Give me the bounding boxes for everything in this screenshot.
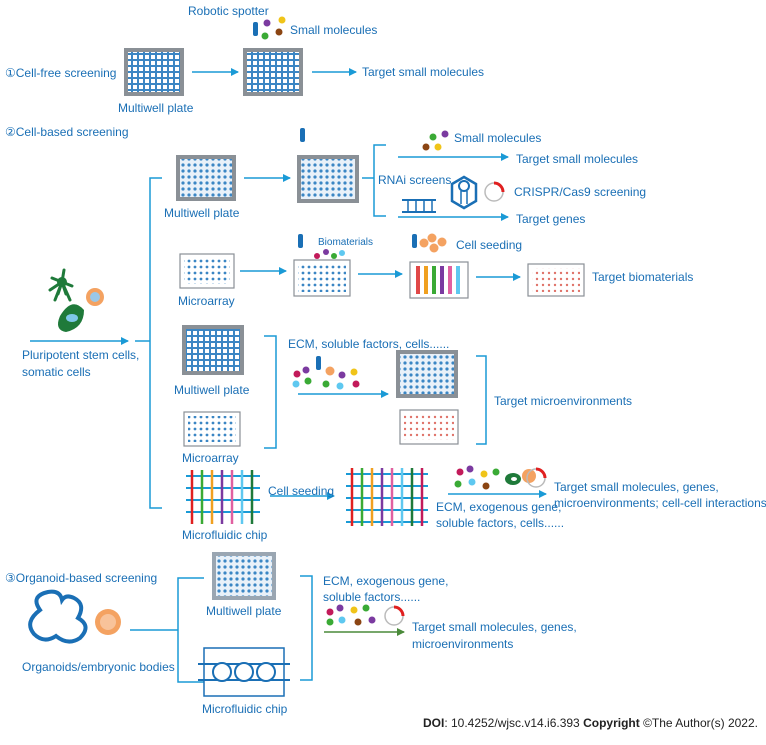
microarray-5 (183, 411, 241, 447)
plate-organoid (212, 552, 276, 600)
small-molecules-label: Small molecules (290, 23, 378, 37)
copyright-label: Copyright (583, 716, 640, 730)
biomaterials-label: Biomaterials (318, 237, 374, 248)
plate-cellfree-1 (124, 48, 184, 96)
ecm-exogenous-label-4: soluble factors...... (323, 590, 421, 604)
cell-free-heading: ①Cell-free screening (5, 66, 117, 80)
microfluidic-chip-1 (182, 468, 264, 526)
target-small-molecules-label: Target small molecules (362, 65, 485, 79)
cell-seeding-label: Cell seeding (456, 238, 523, 252)
bracket (476, 355, 487, 445)
small-molecules-icon (261, 16, 286, 40)
ecm-exogenous-label-2: soluble factors, cells...... (436, 516, 565, 530)
target-small-molecules-label: Target small molecules (516, 152, 639, 166)
microarray-label: Microarray (178, 294, 235, 308)
multiwell-plate-label: Multiwell plate (174, 383, 250, 397)
rnai-label: RNAi screens (378, 173, 452, 187)
spotter-icon (298, 234, 303, 248)
ecm-exogenous-label-1: ECM, exogenous gene, (436, 500, 562, 514)
plate-cellbased-2 (297, 155, 359, 203)
doi-label: DOI (422, 716, 445, 730)
cells-icon (419, 233, 447, 253)
stem-cells-icon (48, 268, 104, 332)
microfluidic-chip-3 (198, 647, 290, 697)
bracket (300, 575, 313, 681)
plate-micro-result (396, 350, 458, 398)
citation-footer: DOI: 10.4252/wjsc.v14.i6.393 Copyright ©… (423, 716, 758, 730)
multiwell-plate-label: Multiwell plate (118, 101, 194, 115)
multiwell-plate-label: Multiwell plate (206, 604, 282, 618)
plate-cellbased-1 (176, 155, 236, 201)
target-biomaterials-label: Target biomaterials (592, 270, 694, 284)
rnai-icon (402, 199, 436, 213)
organoid-icon (28, 589, 121, 644)
organoids-label: Organoids/embryonic bodies (22, 660, 175, 674)
plate-cellbased-3 (182, 325, 244, 375)
organoid-factors-icon (326, 604, 405, 626)
bracket (373, 144, 386, 217)
spotter-icon (300, 128, 305, 142)
doi-value: : 10.4252/wjsc.v14.i6.393 (444, 716, 584, 730)
target-multi-label-1: Target small molecules, genes, (554, 480, 719, 494)
cell-seeding-label: Cell seeding (268, 484, 335, 498)
ecm-factors-label: ECM, soluble factors, cells...... (288, 337, 450, 351)
microarray-micro-result (399, 409, 459, 445)
microfluidic-chip-2 (344, 468, 430, 526)
target-multi-label-2: microenvironments; cell-cell interaction… (554, 496, 766, 510)
somatic-label: somatic cells (22, 365, 91, 379)
microfluidic-chip-label: Microfluidic chip (202, 702, 288, 716)
biomaterials-icon (314, 249, 345, 259)
hairpin-icon (450, 175, 478, 210)
target-organoid-label-1: Target small molecules, genes, (412, 620, 577, 634)
plate-cellfree-2 (243, 48, 303, 96)
crispr-label: CRISPR/Cas9 screening (514, 185, 647, 199)
target-genes-label: Target genes (516, 212, 586, 226)
small-molecules-icon (422, 130, 449, 151)
crispr-icon (484, 181, 505, 202)
cell-based-heading: ②Cell-based screening (5, 125, 129, 139)
small-molecules-label: Small molecules (454, 131, 542, 145)
robotic-spotter-label: Robotic spotter (188, 4, 269, 18)
mixed-factors-icon (454, 465, 547, 490)
microarray-2 (293, 259, 351, 297)
microarray-label: Microarray (182, 451, 239, 465)
bracket (264, 335, 277, 449)
target-microenvironments-label: Target microenvironments (494, 394, 633, 408)
organoid-heading: ③Organoid-based screening (5, 571, 158, 585)
pluripotent-label: Pluripotent stem cells, (22, 348, 140, 362)
ecm-exogenous-label-3: ECM, exogenous gene, (323, 574, 449, 588)
multiwell-plate-label: Multiwell plate (164, 206, 240, 220)
spotter-icon (316, 356, 321, 370)
target-organoid-label-2: microenvironments (412, 637, 514, 651)
bracket (177, 577, 204, 683)
microarray-1 (179, 253, 235, 289)
robotic-spotter-icon (253, 22, 258, 36)
spotter-icon (412, 234, 417, 248)
microarray-3 (409, 261, 469, 299)
factors-icon (292, 366, 360, 390)
bracket (149, 177, 162, 509)
microarray-4 (527, 263, 585, 297)
copyright-value: ©The Author(s) 2022. (639, 716, 758, 730)
microfluidic-chip-label: Microfluidic chip (182, 528, 268, 542)
